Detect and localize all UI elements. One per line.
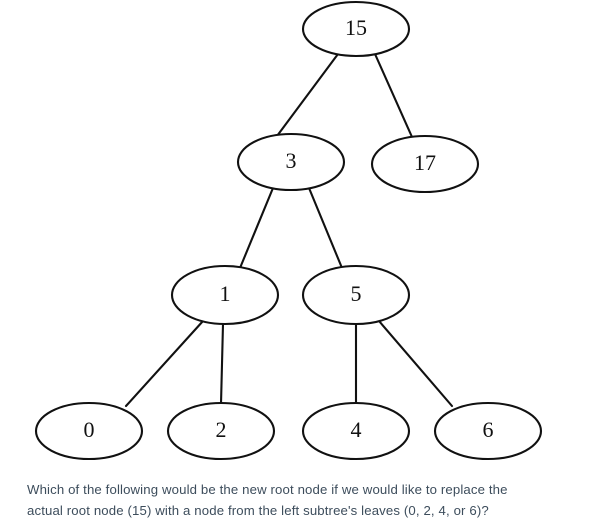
tree-edges: [124, 52, 454, 408]
node-label-4: 4: [351, 417, 362, 442]
tree-node-6[interactable]: 6: [433, 401, 543, 461]
edge-1-to-2: [219, 322, 225, 406]
edge-5-to-6: [377, 319, 454, 408]
node-label-17: 17: [414, 150, 436, 175]
question-caption: Which of the following would be the new …: [27, 479, 575, 521]
node-label-2: 2: [216, 417, 227, 442]
edge-3-to-5: [307, 186, 344, 270]
tree-node-0[interactable]: 0: [34, 401, 144, 461]
node-ellipse-6: [433, 401, 543, 461]
node-ellipse-15: [301, 0, 411, 58]
caption-line-1: Which of the following would be the new …: [27, 482, 508, 497]
node-label-3: 3: [286, 148, 297, 173]
tree-node-5[interactable]: 5: [301, 264, 411, 326]
node-ellipse-0: [34, 401, 144, 461]
edge-3-to-1: [238, 186, 275, 270]
node-ellipse-4: [301, 401, 411, 461]
edge-15-to-17: [373, 52, 414, 139]
tree-node-2[interactable]: 2: [166, 401, 276, 461]
node-ellipse-5: [301, 264, 411, 326]
node-label-1: 1: [220, 281, 231, 306]
node-ellipse-3: [236, 132, 346, 192]
tree-node-17[interactable]: 17: [370, 134, 480, 194]
node-label-0: 0: [84, 417, 95, 442]
tree-node-4[interactable]: 4: [301, 401, 411, 461]
caption-line-2: actual root node (15) with a node from t…: [27, 503, 489, 518]
binary-tree-diagram: 15 3 17 1 5 0: [34, 0, 543, 461]
tree-node-3[interactable]: 3: [236, 132, 346, 192]
tree-node-root-15[interactable]: 15: [301, 0, 411, 58]
node-ellipse-1: [170, 264, 280, 326]
node-ellipse-2: [166, 401, 276, 461]
node-label-5: 5: [351, 281, 362, 306]
node-label-15: 15: [345, 15, 367, 40]
tree-node-1[interactable]: 1: [170, 264, 280, 326]
tree-nodes: 15 3 17 1 5 0: [34, 0, 543, 461]
node-label-6: 6: [483, 417, 494, 442]
edge-15-to-3: [275, 52, 340, 138]
edge-1-to-0: [124, 319, 205, 408]
node-ellipse-17: [370, 134, 480, 194]
